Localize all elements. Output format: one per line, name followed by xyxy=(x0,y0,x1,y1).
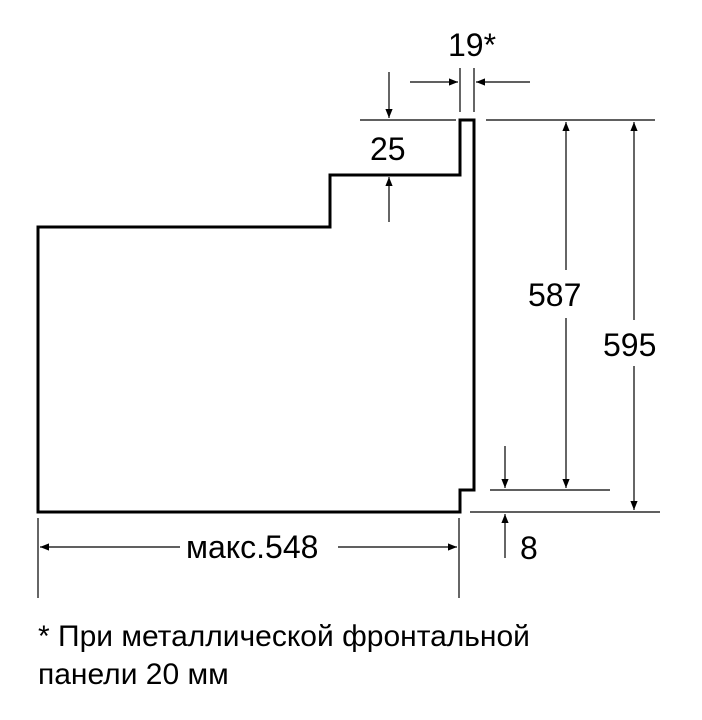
bottom-gap-dimension-label: 8 xyxy=(520,530,538,566)
footnote: * При металлической фронтальной панели 2… xyxy=(38,618,678,694)
footnote-line-2: панели 20 мм xyxy=(38,658,229,691)
front-panel-dimension-label: 19* xyxy=(448,27,496,63)
top-step-dimension-label: 25 xyxy=(370,131,406,167)
inner-height-dimension-label: 587 xyxy=(528,277,581,313)
total-height-dimension-label: 595 xyxy=(603,327,656,363)
max-depth-dimension-label: макс.548 xyxy=(186,529,318,565)
oven-body-outline xyxy=(36,118,476,514)
footnote-line-1: * При металлической фронтальной xyxy=(38,620,530,653)
extension-lines xyxy=(37,68,660,598)
